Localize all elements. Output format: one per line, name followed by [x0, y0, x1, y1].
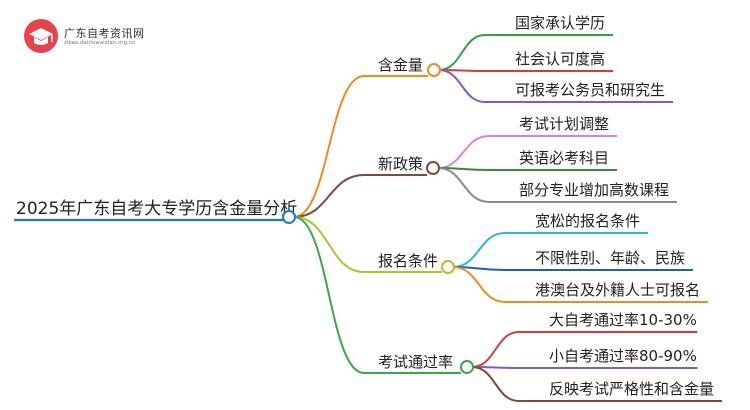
leaf-connector — [452, 266, 506, 303]
branch-node-dot[interactable] — [427, 63, 441, 77]
root-node-dot[interactable] — [282, 210, 296, 224]
mindmap-connectors — [14, 34, 722, 402]
branch-label: 考试通过率 — [378, 353, 453, 371]
leaf-label: 英语必考科目 — [519, 149, 609, 167]
leaf-connector — [452, 232, 506, 268]
leaf-label: 港澳台及外籍人士可报名 — [535, 281, 700, 299]
leaf-label: 考试计划调整 — [519, 115, 609, 133]
leaf-label: 可报考公务员和研究生 — [515, 81, 665, 99]
leaf-label: 不限性别、年龄、民族 — [535, 249, 685, 267]
leaf-connector — [438, 34, 486, 71]
leaf-connector — [471, 366, 520, 402]
branch-node-dot[interactable] — [426, 161, 440, 175]
leaf-label: 大自考通过率10-30% — [549, 311, 697, 329]
leaf-connector — [471, 331, 520, 368]
branch-connector — [293, 174, 365, 218]
logo-title: 广东自考资讯网 — [64, 27, 145, 40]
leaf-connector — [437, 167, 490, 203]
logo-subtitle: zikao.danluwaixian.org.cn — [64, 40, 136, 46]
branch-label: 报名条件 — [378, 252, 438, 270]
branch-node-dot[interactable] — [441, 260, 455, 274]
leaf-label: 国家承认学历 — [515, 14, 605, 32]
leaf-label: 部分专业增加高数课程 — [519, 181, 669, 199]
site-logo: 广东自考资讯网 zikao.danluwaixian.org.cn — [18, 15, 158, 59]
branch-connector — [293, 216, 365, 273]
leaf-label: 宽松的报名条件 — [535, 212, 640, 230]
leaf-label: 小自考通过率80-90% — [549, 347, 697, 365]
root-label: 2025年广东自考大专学历含金量分析 — [16, 199, 297, 219]
branch-connector — [293, 75, 365, 218]
mindmap-nodes: 2025年广东自考大专学历含金量分析 含金量 国家承认学历社会认可度高可报考公务员和… — [16, 14, 714, 398]
branch-label: 含金量 — [378, 56, 423, 74]
branch-label: 新政策 — [378, 155, 423, 173]
graduation-cap-icon — [24, 19, 58, 53]
leaf-connector — [437, 135, 490, 169]
branch-connector — [293, 216, 365, 374]
leaf-label: 社会认可度高 — [515, 50, 605, 68]
leaf-connector — [438, 69, 486, 103]
leaf-label: 反映考试严格性和含金量 — [549, 380, 714, 398]
branch-node-dot[interactable] — [460, 360, 474, 374]
